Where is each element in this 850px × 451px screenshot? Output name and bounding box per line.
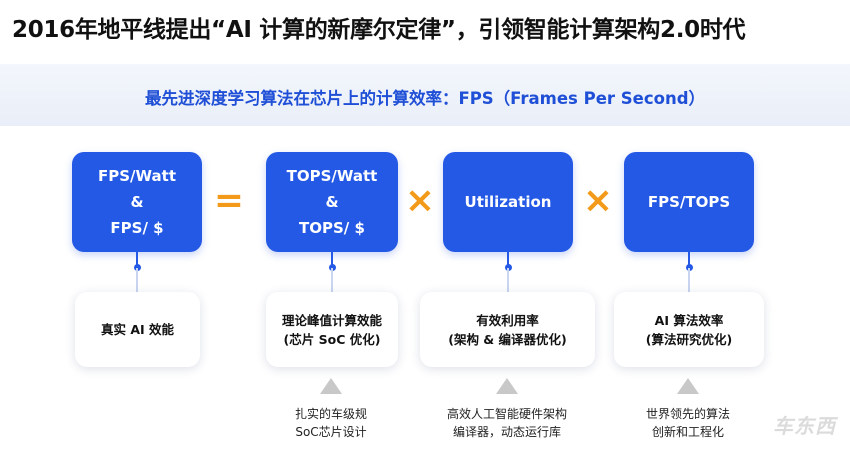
- connector-line: [136, 252, 138, 268]
- connector-dot: [685, 264, 693, 271]
- effective-utilization-card: 有效利用率 (架构 & 编译器优化): [420, 292, 595, 367]
- block-line: Utilization: [464, 193, 552, 211]
- block-line: FPS/TOPS: [647, 193, 731, 211]
- fps-per-tops-block: FPS/TOPS: [624, 152, 754, 252]
- connector-line: [331, 252, 333, 268]
- card-line: 有效利用率: [476, 312, 539, 328]
- card-line: (架构 & 编译器优化): [448, 331, 567, 347]
- connector-line: [688, 268, 690, 292]
- note-line: SoC芯片设计: [295, 425, 367, 439]
- peak-compute-efficiency-card: 理论峰值计算效能 (芯片 SoC 优化): [266, 292, 398, 367]
- block-line: FPS/Watt: [98, 167, 176, 185]
- connector-line: [688, 252, 690, 268]
- note-line: 编译器，动态运行库: [452, 425, 561, 439]
- connector-dot: [328, 264, 336, 271]
- connector-dot: [133, 264, 141, 271]
- triangle-icon: [496, 378, 518, 394]
- fps-per-watt-block: FPS/Watt & FPS/ $: [72, 152, 202, 252]
- note-line: 世界领先的算法: [645, 407, 730, 421]
- subtitle: 最先进深度学习算法在芯片上的计算效率：FPS（Frames Per Second…: [144, 89, 706, 108]
- page-title: 2016年地平线提出“AI 计算的新摩尔定律”，引领智能计算架构2.0时代: [12, 17, 746, 43]
- subtitle-band: [0, 64, 850, 126]
- connector-line: [507, 268, 509, 292]
- real-ai-efficiency-card: 真实 AI 效能: [75, 292, 200, 367]
- multiply-operator: ×: [582, 179, 614, 221]
- watermark-logo: 车东西: [773, 414, 836, 438]
- connector-line: [331, 268, 333, 292]
- card-line: AI 算法效率: [654, 312, 724, 328]
- connector-line: [507, 252, 509, 268]
- block-line: &: [325, 193, 339, 211]
- card-line: (算法研究优化): [645, 331, 733, 347]
- tops-per-watt-block: TOPS/Watt & TOPS/ $: [266, 152, 398, 252]
- connector-dot: [504, 264, 512, 271]
- hardware-architecture-note: 高效人工智能硬件架构 编译器，动态运行库: [427, 405, 587, 441]
- soc-design-note: 扎实的车级规 SoC芯片设计: [251, 405, 411, 441]
- triangle-icon: [677, 378, 699, 394]
- block-line: FPS/ $: [110, 219, 164, 237]
- utilization-block: Utilization: [443, 152, 573, 252]
- multiply-operator: ×: [404, 179, 436, 221]
- block-line: TOPS/ $: [299, 219, 365, 237]
- note-line: 扎实的车级规: [294, 407, 367, 421]
- card-line: (芯片 SoC 优化): [283, 331, 381, 347]
- block-line: TOPS/Watt: [286, 167, 378, 185]
- ai-algorithm-efficiency-card: AI 算法效率 (算法研究优化): [614, 292, 764, 367]
- block-line: &: [130, 193, 144, 211]
- algorithm-innovation-note: 世界领先的算法 创新和工程化: [608, 405, 768, 441]
- equals-operator: =: [213, 179, 245, 221]
- connector-line: [136, 268, 138, 292]
- note-line: 高效人工智能硬件架构: [446, 407, 567, 421]
- card-line: 真实 AI 效能: [100, 322, 175, 337]
- card-line: 理论峰值计算效能: [281, 312, 382, 328]
- note-line: 创新和工程化: [651, 425, 724, 439]
- triangle-icon: [320, 378, 342, 394]
